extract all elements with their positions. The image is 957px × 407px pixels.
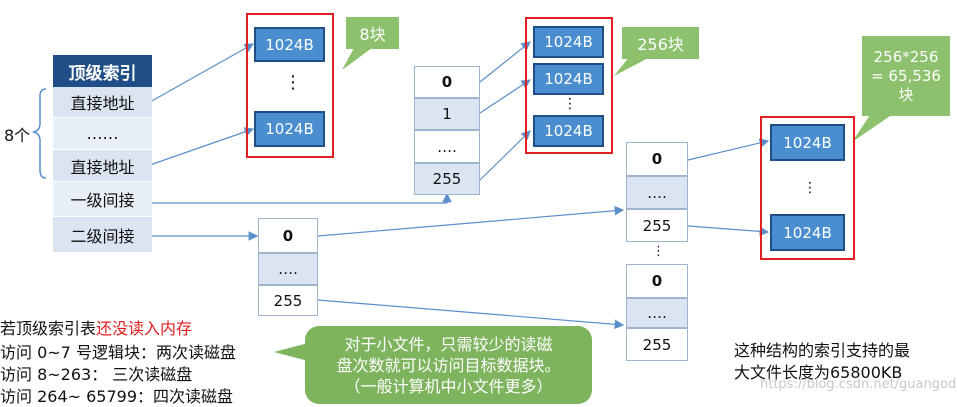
small-file-line-2: 盘次数就可以访问目标数据块。	[336, 355, 561, 375]
watermark: https://blog.csdn.net/guangod	[760, 377, 957, 392]
sub-bottom-row-255: 255	[626, 328, 688, 361]
sub-top-row-255: 255	[626, 209, 688, 242]
note-line-1-prefix: 若顶级索引表	[0, 319, 97, 338]
note-line-1-red: 还没读入内存	[96, 319, 193, 338]
small-file-callout: 对于小文件，只需较少的读磁 盘次数就可以访问目标数据块。 （一般计算机中小文件更…	[305, 326, 592, 404]
arrow-l2-255	[317, 299, 625, 330]
arrow-single-indirect	[150, 192, 452, 204]
level1-block-1: 1024B	[533, 63, 604, 95]
sub-tables-dots: ⋮	[652, 244, 665, 259]
arrow-direct-top	[149, 43, 255, 103]
direct-blocks-dots: ⋮	[284, 72, 302, 93]
sub-top-row-0: 0	[626, 142, 688, 176]
level2-row-ellipsis: ….	[258, 253, 318, 285]
level2-block-last: 1024B	[770, 214, 845, 251]
direct-block-last: 1024B	[254, 111, 325, 147]
sub-bottom-row-ellipsis: ….	[626, 298, 688, 328]
arrow-l1-0	[479, 41, 531, 83]
callout-256-blocks: 256块	[622, 27, 699, 59]
arrow-sub-0	[687, 138, 770, 161]
arrow-l1-1	[479, 79, 532, 114]
callout-pointer-8	[342, 48, 372, 70]
level1-block-255: 1024B	[533, 115, 604, 147]
level2-row-255: 255	[258, 285, 318, 316]
level1-blocks-dots: ⋮	[563, 96, 577, 112]
index-row-double-indirect: 二级间接	[53, 217, 152, 252]
note-line-4: 访问 264~ 65799：四次读磁盘	[0, 387, 234, 406]
note-line-2: 访问 0~7 号逻辑块：两次读磁盘	[0, 343, 236, 362]
callout-pointer-small	[274, 342, 312, 362]
index-row-single-indirect: 一级间接	[53, 182, 152, 217]
level1-row-1: 1	[414, 98, 480, 130]
level1-row-255: 255	[414, 163, 480, 195]
level2-blocks-frame	[760, 116, 855, 260]
brace	[31, 88, 47, 179]
level2-row-0: 0	[258, 218, 318, 253]
max-size-line-2: 大文件长度为65800KB	[734, 363, 903, 382]
index-row-direct-8: 直接地址	[53, 150, 152, 182]
max-size-line-1: 这种结构的索引支持的最	[734, 341, 911, 360]
level1-row-0: 0	[414, 66, 480, 98]
level1-blocks-frame	[525, 17, 613, 154]
small-file-line-1: 对于小文件，只需较少的读磁	[344, 334, 553, 354]
note-line-1: 若顶级索引表还没读入内存	[0, 315, 192, 339]
arrow-direct-bottom	[149, 127, 255, 166]
note-line-3: 访问 8~263： 三次读磁盘	[0, 365, 193, 384]
callout-65536-blocks: 256*256 = 65,536 块	[862, 36, 950, 116]
level2-block-first: 1024B	[770, 124, 845, 161]
arrow-l1-255	[479, 130, 531, 181]
small-file-line-3: （一般计算机中小文件更多）	[344, 376, 553, 396]
direct-block-first: 1024B	[254, 27, 325, 62]
callout-pointer-256	[614, 56, 652, 76]
level1-block-0: 1024B	[533, 26, 604, 58]
level1-row-ellipsis: ….	[414, 130, 480, 163]
arrow-sub-255	[687, 225, 770, 237]
callout-pointer-65536	[852, 112, 896, 142]
callout-8-blocks: 8块	[346, 17, 399, 49]
level2-blocks-dots: ⋮	[803, 180, 817, 196]
sub-bottom-row-0: 0	[626, 264, 688, 298]
sub-top-row-ellipsis: ….	[626, 176, 688, 209]
direct-blocks-frame	[246, 13, 334, 158]
brace-label: 8个	[4, 126, 31, 145]
index-row-direct-1: 直接地址	[53, 87, 152, 118]
index-table-header: 顶级索引	[53, 55, 152, 87]
index-row-ellipsis: ……	[53, 118, 152, 150]
arrow-l2-0	[317, 205, 625, 237]
